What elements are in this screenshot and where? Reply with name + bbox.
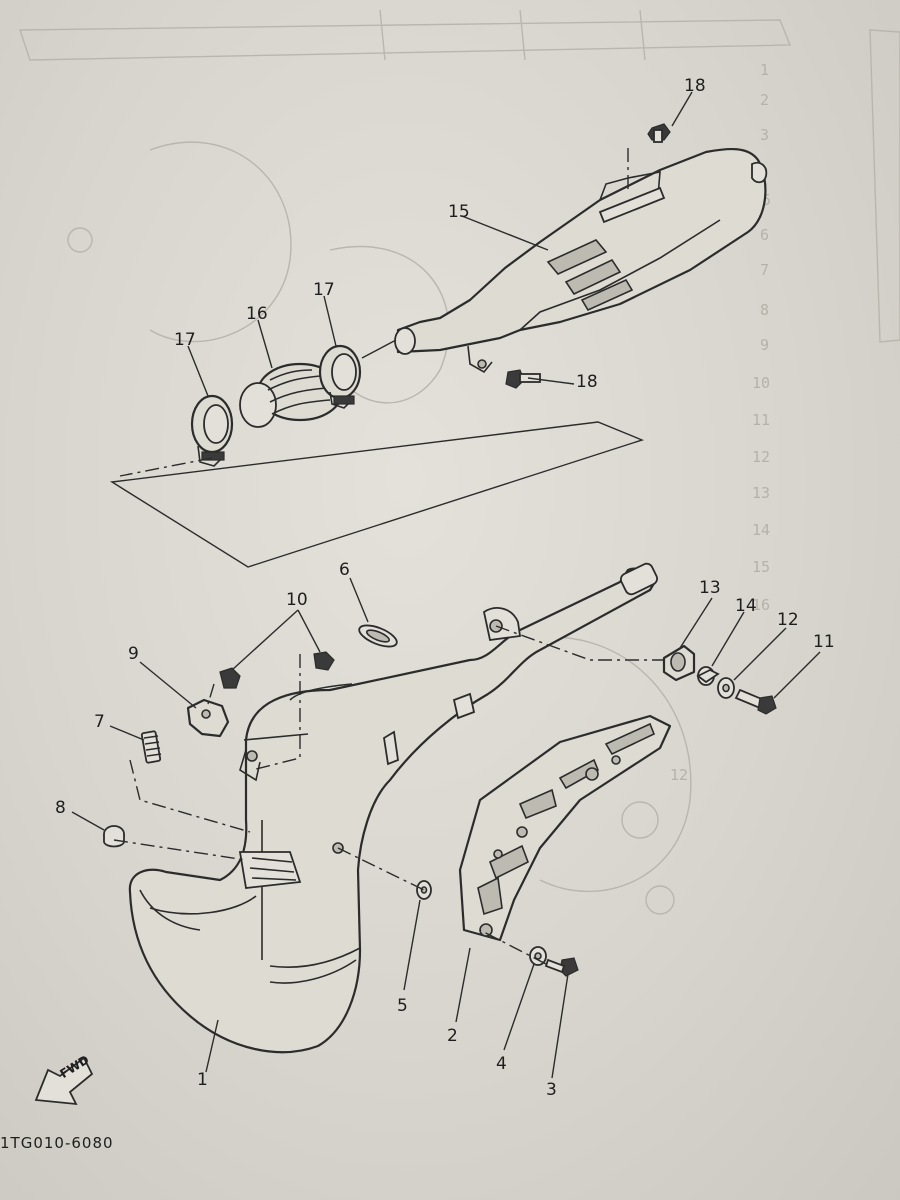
svg-text:9: 9: [760, 336, 769, 354]
callout-10: 10: [286, 590, 308, 610]
leader-lines: [71, 91, 821, 1079]
callout-16: 16: [246, 304, 268, 324]
bracket-bolt-right: [313, 651, 335, 671]
chamber-damper-washer: [416, 880, 432, 900]
callout-9: 9: [128, 644, 139, 664]
exhaust-gasket: [358, 624, 398, 648]
bracket-part: [186, 698, 230, 738]
callout-7: 7: [94, 712, 105, 732]
spring-part: [140, 730, 162, 764]
callout-13: 13: [699, 578, 721, 598]
muffler-bolt-upper: [647, 123, 671, 143]
exhaust-pipe-part: [128, 562, 658, 1054]
svg-text:10: 10: [752, 374, 770, 392]
assembly-centerlines: [113, 148, 664, 965]
callout-15: 15: [448, 202, 470, 222]
callout-2: 2: [447, 1026, 458, 1046]
svg-text:16: 16: [752, 596, 770, 614]
kit-outline-box: [109, 421, 645, 568]
svg-text:5: 5: [762, 191, 771, 209]
grommet-part: [103, 825, 125, 848]
callout-17-right: 17: [313, 280, 335, 300]
callout-4: 4: [496, 1054, 507, 1074]
muffler-part: [394, 147, 768, 374]
svg-text:14: 14: [752, 521, 770, 539]
svg-text:8: 8: [760, 301, 769, 319]
bracket-bolt-left: [219, 667, 241, 689]
svg-text:1: 1: [760, 61, 769, 79]
callout-11: 11: [813, 632, 835, 652]
svg-text:12: 12: [670, 766, 688, 784]
callout-1: 1: [197, 1070, 208, 1090]
collar-part: [696, 666, 720, 686]
svg-text:12: 12: [752, 448, 770, 466]
callout-14: 14: [735, 596, 757, 616]
callout-8: 8: [55, 798, 66, 818]
svg-text:13: 13: [752, 484, 770, 502]
svg-text:6: 6: [760, 226, 769, 244]
clamp-right: [318, 344, 362, 409]
callout-5: 5: [397, 996, 408, 1016]
svg-text:11: 11: [752, 411, 770, 429]
callout-18-lower: 18: [576, 372, 598, 392]
heat-guard-part: [458, 714, 672, 942]
heat-guard-bolt: [544, 957, 579, 977]
figure-code: 1TG010-6080: [0, 1134, 114, 1152]
callout-6: 6: [339, 560, 350, 580]
callout-3: 3: [546, 1080, 557, 1100]
damper-part: [662, 644, 696, 682]
svg-text:15: 15: [752, 558, 770, 576]
svg-text:3: 3: [760, 126, 769, 144]
callout-18-upper: 18: [684, 76, 706, 96]
fwd-arrow-icon: [34, 1056, 94, 1106]
heat-guard-washer: [529, 946, 547, 966]
callout-17-left: 17: [174, 330, 196, 350]
callout-12: 12: [777, 610, 799, 630]
svg-text:7: 7: [760, 261, 769, 279]
washer-12: [717, 677, 735, 699]
bolt-11: [734, 688, 777, 715]
clamp-left: [190, 394, 234, 467]
bleed-through-ghost: 1 2 3 5 6 7 8 9 10 11 12 13 14 15 16 12: [19, 9, 900, 915]
svg-text:2: 2: [760, 91, 769, 109]
